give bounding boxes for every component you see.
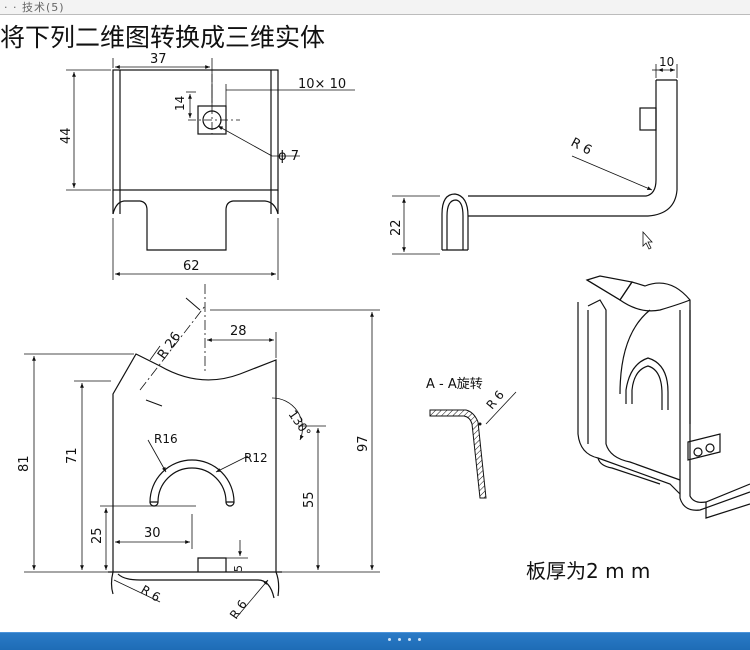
taskbar-dot [398,638,401,641]
dim-r6-section: R 6 [484,388,507,412]
dim-37: 37 [150,52,167,67]
section-label: A - A旋转 [426,377,483,392]
window-title-fragment: · · 技术(5) [4,1,65,14]
dim-25: 25 [90,527,105,544]
dim-28: 28 [230,324,247,339]
dim-r12: R12 [244,451,268,465]
dim-10x10: 10× 10 [298,77,346,92]
taskbar-dot [408,638,411,641]
dim-14: 14 [173,96,187,111]
isometric-view [577,275,750,519]
dim-10: 10 [659,55,674,69]
dim-30: 30 [144,526,161,541]
dim-71: 71 [65,447,80,464]
taskbar [0,632,750,650]
window-title-bar: · · 技术(5) [0,0,750,15]
dim-55: 55 [302,491,317,508]
top-view [66,58,355,280]
engineering-drawing: 37 10× 10 14 44 ϕ 7 62 10 R 6 22 [17,52,750,622]
dim-22: 22 [389,219,404,236]
dim-r6-right: R 6 [227,597,250,621]
dim-r26: R 26 [155,329,184,362]
dim-phi7: ϕ 7 [278,149,299,164]
taskbar-dot [388,638,391,641]
dim-81: 81 [17,455,32,472]
drawing-title: 将下列二维图转换成三维实体 [0,23,326,52]
dim-5: 5 [232,565,245,572]
thickness-note: 板厚为2 m m [526,559,650,583]
dim-r16: R16 [154,432,178,446]
section-view [429,391,517,499]
side-view [392,64,678,255]
taskbar-dot [418,638,421,641]
dim-130: 130° [286,408,314,440]
dim-97: 97 [356,435,371,452]
dim-62: 62 [183,259,200,274]
dim-r6-side: R 6 [568,135,594,158]
dim-44: 44 [59,127,74,144]
front-view [24,284,380,619]
